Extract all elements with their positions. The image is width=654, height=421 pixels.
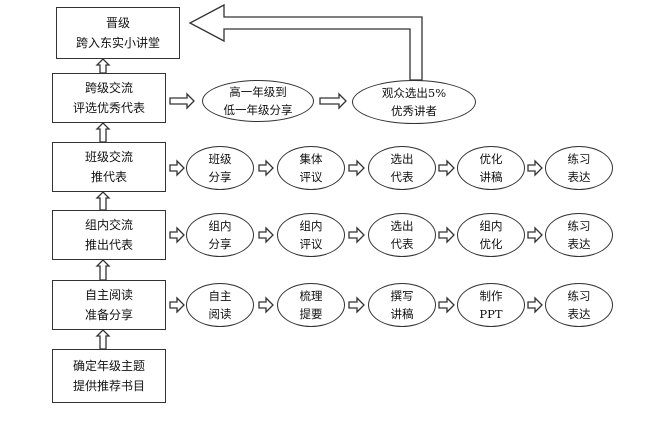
row4-step5-line2: 表达 — [567, 307, 591, 321]
row4-box-line1: 自主阅读 — [84, 288, 133, 302]
row2-step1-line2: 分享 — [208, 170, 232, 184]
bottom-box-line2: 提供推荐书目 — [72, 379, 145, 393]
row4-step5: 练习 表达 — [545, 283, 613, 327]
row1-step1-line2: 低一年级分享 — [223, 103, 293, 117]
row4-step2-line2: 提要 — [299, 307, 323, 321]
up-arrow-icon-5 — [95, 329, 111, 350]
row2-step1-line1: 班级 — [208, 152, 232, 166]
return-arrow-icon — [188, 3, 423, 81]
right-arrow-icon-17 — [527, 226, 543, 244]
right-arrow-icon-13 — [169, 226, 185, 244]
right-arrow-icon-14 — [258, 226, 274, 244]
up-arrow-icon-4 — [95, 259, 111, 281]
row2-box-line2: 推代表 — [90, 170, 127, 184]
bottom-box-line1: 确定年级主题 — [72, 359, 145, 373]
row2-step4: 优化 讲稿 — [457, 146, 525, 190]
row1-box-line1: 跨级交流 — [84, 81, 133, 95]
top-box-line1: 晋级 — [105, 16, 130, 30]
row4-step3-line2: 讲稿 — [390, 307, 414, 321]
row3-step5-line2: 表达 — [567, 237, 591, 251]
row4-step1-line2: 阅读 — [208, 307, 232, 321]
row2-step1: 班级 分享 — [186, 146, 254, 190]
right-arrow-icon-6 — [169, 92, 195, 110]
right-arrow-icon-16 — [438, 226, 455, 244]
row2-step5-line2: 表达 — [567, 170, 591, 184]
right-arrow-icon-15 — [348, 226, 365, 244]
row1-step2-line2: 优秀讲者 — [391, 104, 437, 118]
row3-box-line2: 推出代表 — [84, 238, 133, 252]
row2-step2: 集体 评议 — [277, 146, 345, 190]
row3-step1-line2: 分享 — [208, 237, 232, 251]
right-arrow-icon-12 — [527, 159, 543, 177]
row2-step2-line1: 集体 — [299, 152, 323, 166]
right-arrow-icon-9 — [258, 159, 274, 177]
right-arrow-icon-22 — [527, 296, 543, 314]
row3-box-line1: 组内交流 — [84, 218, 133, 232]
right-arrow-icon-19 — [258, 296, 274, 314]
row3-step5: 练习 表达 — [545, 213, 613, 257]
row3-step3: 选出 代表 — [368, 213, 436, 257]
row1-box-line2: 评选优秀代表 — [72, 101, 145, 115]
row4-box: 自主阅读 准备分享 — [52, 280, 166, 330]
row4-step4: 制作 PPT — [457, 283, 525, 327]
row4-step1-line1: 自主 — [208, 289, 232, 303]
up-arrow-icon-2 — [95, 122, 111, 143]
row2-box: 班级交流 推代表 — [52, 142, 166, 192]
row2-step4-line2: 讲稿 — [479, 170, 503, 184]
row2-step3-line1: 选出 — [390, 152, 414, 166]
right-arrow-icon-10 — [348, 159, 365, 177]
up-arrow-icon-3 — [95, 191, 111, 211]
row3-step4: 组内 优化 — [457, 213, 525, 257]
row4-step2-line1: 梳理 — [299, 289, 323, 303]
row2-step2-line2: 评议 — [299, 170, 323, 184]
row2-step3: 选出 代表 — [368, 146, 436, 190]
row3-step3-line1: 选出 — [390, 219, 414, 233]
row3-step1-line1: 组内 — [208, 219, 232, 233]
top-box-line2: 跨入东实小讲堂 — [75, 36, 160, 50]
row3-step2-line2: 评议 — [299, 237, 323, 251]
row3-step2-line1: 组内 — [299, 219, 323, 233]
row3-step2: 组内 评议 — [277, 213, 345, 257]
row4-step2: 梳理 提要 — [277, 283, 345, 327]
row1-step1: 高一年级到 低一年级分享 — [202, 80, 314, 122]
right-arrow-icon-11 — [438, 159, 455, 177]
right-arrow-icon-18 — [169, 296, 185, 314]
row4-step3-line1: 撰写 — [390, 289, 414, 303]
row4-step3: 撰写 讲稿 — [368, 283, 436, 327]
row1-step1-line1: 高一年级到 — [229, 85, 287, 99]
row2-step4-line1: 优化 — [479, 152, 503, 166]
up-arrow-icon-1 — [95, 58, 111, 74]
row3-box: 组内交流 推出代表 — [52, 210, 166, 260]
row2-box-line1: 班级交流 — [84, 150, 133, 164]
row1-step2-line1: 观众选出5% — [381, 86, 447, 100]
row2-step3-line2: 代表 — [390, 170, 414, 184]
right-arrow-icon-7 — [319, 92, 347, 110]
row3-step3-line2: 代表 — [390, 237, 414, 251]
row2-step5-line1: 练习 — [567, 152, 591, 166]
bottom-box: 确定年级主题 提供推荐书目 — [52, 349, 166, 403]
row4-step1: 自主 阅读 — [186, 283, 254, 327]
row4-step4-line1: 制作 — [479, 289, 503, 303]
right-arrow-icon-20 — [348, 296, 365, 314]
row4-step4-line2: PPT — [479, 307, 503, 321]
row3-step1: 组内 分享 — [186, 213, 254, 257]
row4-step5-line1: 练习 — [567, 289, 591, 303]
row1-step2: 观众选出5% 优秀讲者 — [352, 80, 476, 124]
right-arrow-icon-8 — [169, 159, 185, 177]
row2-step5: 练习 表达 — [545, 146, 613, 190]
right-arrow-icon-21 — [438, 296, 455, 314]
top-box: 晋级 跨入东实小讲堂 — [56, 7, 180, 59]
row1-box: 跨级交流 评选优秀代表 — [52, 73, 166, 123]
row4-box-line2: 准备分享 — [84, 308, 133, 322]
row3-step4-line1: 组内 — [479, 219, 503, 233]
row3-step5-line1: 练习 — [567, 219, 591, 233]
row3-step4-line2: 优化 — [479, 237, 503, 251]
